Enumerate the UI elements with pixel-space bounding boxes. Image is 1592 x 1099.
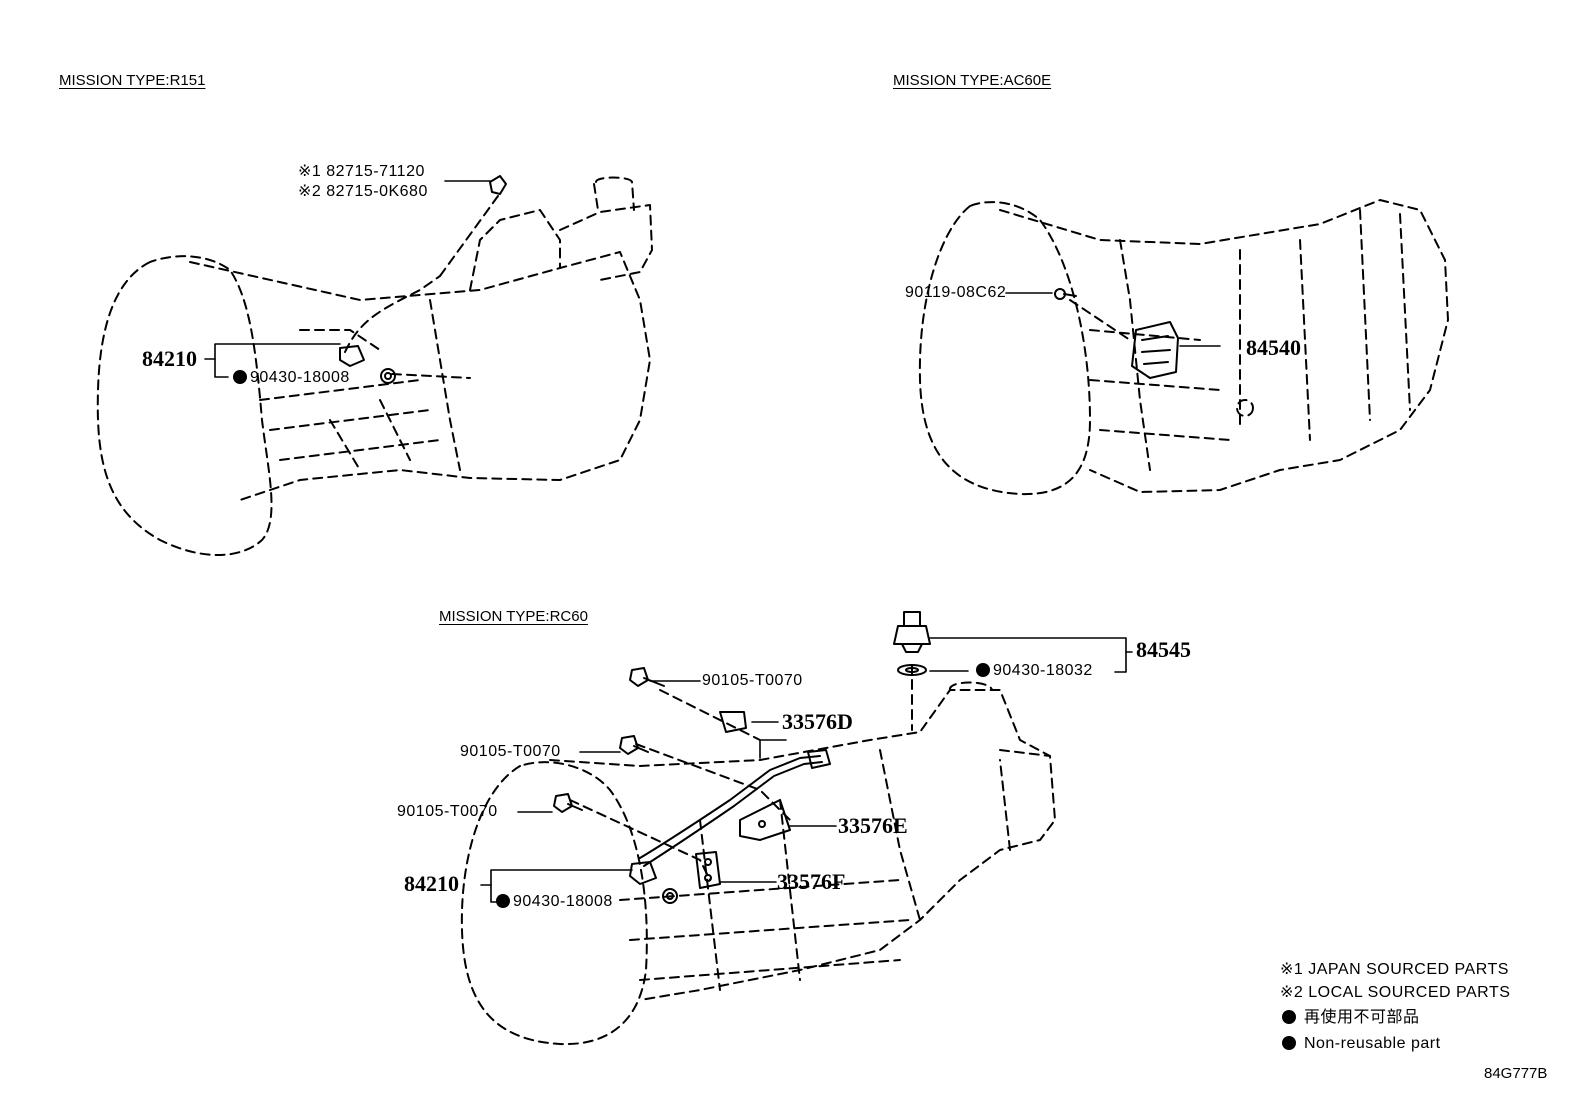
ac60e-leaders [1005,292,1221,347]
part-label-90105-t0070-top: 90105-T0070 [702,672,803,689]
part-label-33576e: 33576E [838,813,908,838]
part-label-90430-18008-r151: 90430-18008 [233,370,350,386]
note-local-part: ※2 82715-0K680 [298,183,428,200]
part-label-33576d: 33576D [782,709,853,734]
section-title-r151: MISSION TYPE:R151 [59,72,206,89]
clip-82715 [489,175,507,195]
part-label-84210-r151: 84210 [142,346,197,371]
non-reusable-icon [1282,1010,1296,1024]
non-reusable-icon [1282,1036,1296,1050]
sensor-84210-r151 [339,345,365,367]
ac60e-transmission-drawing [918,199,1449,496]
ac60e-parts [1054,288,1179,379]
legend-non-reusable-jp: 再使用不可部品 [1282,1010,1419,1026]
part-label-33576f: 33576F [777,869,846,894]
bracket-33576d [719,711,747,733]
r151-transmission-drawing [96,176,653,556]
part-label-90430-18032: 90430-18032 [976,663,1093,679]
note-japan-part: ※1 82715-71120 [298,163,425,180]
part-label-84210-rc60: 84210 [404,871,459,896]
bracket-33576e [739,799,791,841]
r151-parts [339,175,507,384]
section-title-rc60: MISSION TYPE:RC60 [439,608,588,625]
part-label-90119-08c62: 90119-08C62 [905,284,1007,301]
non-reusable-icon [233,370,247,384]
sensor-84540 [1131,321,1179,379]
part-label-90105-t0070-low: 90105-T0070 [397,803,498,820]
figure-code: 84G777B [1484,1065,1548,1082]
legend-non-reusable-en: Non-reusable part [1282,1036,1441,1052]
part-label-84545: 84545 [1136,637,1191,662]
r151-leaders [204,180,491,378]
part-label-84540: 84540 [1246,335,1301,360]
legend-local-sourced: ※2 LOCAL SOURCED PARTS [1280,984,1511,1001]
gasket-90430-18008-r151 [380,368,396,384]
non-reusable-icon [976,663,990,677]
part-label-90105-t0070-mid: 90105-T0070 [460,743,561,760]
part-label-90430-18008-rc60: 90430-18008 [496,894,613,910]
legend-japan-sourced: ※1 JAPAN SOURCED PARTS [1280,961,1509,978]
section-title-ac60e: MISSION TYPE:AC60E [893,72,1052,89]
rc60-leaders [480,637,1133,903]
non-reusable-icon [496,894,510,908]
rc60-parts [553,611,931,904]
bracket-33576f [695,851,721,889]
